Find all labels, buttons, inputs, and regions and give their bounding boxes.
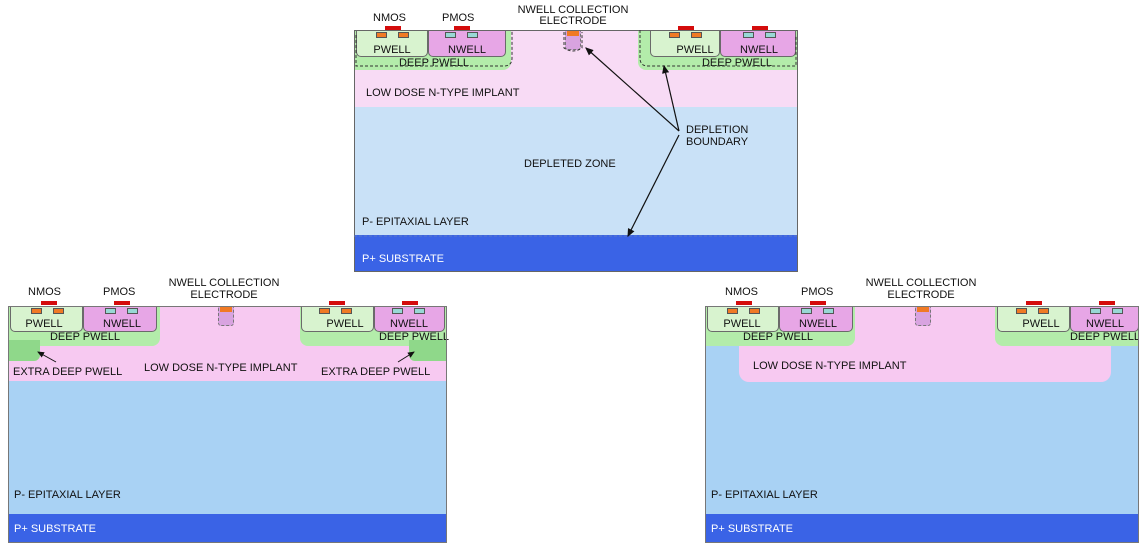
- right-diff-2: [1038, 308, 1049, 314]
- right-diff-1: [319, 308, 330, 314]
- nmos-source: [376, 32, 387, 38]
- depletion-boundary-label-line1: DEPLETION: [686, 124, 749, 136]
- right-diff-4: [765, 32, 776, 38]
- nwell-left-label: NWELL: [103, 318, 141, 330]
- collection-electrode-label-line2: ELECTRODE: [190, 289, 258, 301]
- pmos-source: [105, 308, 116, 314]
- right-diff-1: [1016, 308, 1027, 314]
- pmos-drain: [127, 308, 138, 314]
- nmos-drain: [749, 308, 760, 314]
- bottom-right-overlay: [705, 306, 1139, 543]
- nwell-left-label: NWELL: [448, 44, 486, 56]
- substrate-label: P+ SUBSTRATE: [711, 523, 794, 535]
- right-diff-3: [743, 32, 754, 38]
- right-gate-2: [752, 26, 768, 30]
- nmos-source: [31, 308, 42, 314]
- collection-electrode-label-line1: NWELL COLLECTION: [865, 277, 977, 289]
- pwell-left-label: PWELL: [373, 44, 411, 56]
- pwell-left: [10, 306, 83, 332]
- deep-pwell-right-label: DEEP PWELL: [1069, 331, 1139, 343]
- pwell-left-label: PWELL: [25, 318, 63, 330]
- top-diagram: NMOS PMOS NWELL COLLECTION ELECTRODE PWE…: [354, 0, 798, 272]
- extra-deep-pwell-right-label: EXTRA DEEP PWELL: [321, 366, 431, 378]
- collection-electrode: [565, 30, 581, 50]
- right-gate-2: [1099, 301, 1115, 305]
- collection-electrode-label-line1: NWELL COLLECTION: [168, 277, 280, 289]
- nwell-right: [720, 30, 796, 57]
- epitaxial-layer-label: P- EPITAXIAL LAYER: [362, 216, 469, 228]
- right-diff-3: [1090, 308, 1101, 314]
- right-diff-3: [392, 308, 403, 314]
- implant-label: LOW DOSE N-TYPE IMPLANT: [144, 362, 298, 374]
- substrate: [8, 514, 447, 543]
- substrate-label: P+ SUBSTRATE: [14, 523, 97, 535]
- pmos-gate: [454, 26, 470, 30]
- nmos-drain: [398, 32, 409, 38]
- right-gate-2: [402, 301, 418, 305]
- pwell-right-label: PWELL: [676, 44, 714, 56]
- deep-pwell-left-label: DEEP PWELL: [49, 331, 121, 343]
- epitaxial-layer-label: P- EPITAXIAL LAYER: [14, 489, 121, 501]
- right-diff-4: [414, 308, 425, 314]
- nmos-source: [727, 308, 738, 314]
- pmos-drain: [823, 308, 834, 314]
- pmos-label: PMOS: [442, 12, 475, 24]
- deep-pwell-right-label: DEEP PWELL: [378, 331, 450, 343]
- pwell-right: [650, 30, 720, 57]
- collection-electrode-label-line2: ELECTRODE: [887, 289, 955, 301]
- nmos-gate: [41, 301, 57, 305]
- depletion-boundary-label-line2: BOUNDARY: [686, 136, 749, 148]
- nwell-left: [779, 306, 853, 332]
- nmos-drain: [53, 308, 64, 314]
- nmos-label: NMOS: [725, 286, 758, 298]
- nwell-right-label: NWELL: [1086, 318, 1124, 330]
- right-gate-1: [1026, 301, 1042, 305]
- nwell-left-label: NWELL: [799, 318, 837, 330]
- extra-deep-pwell-right: [409, 340, 447, 361]
- pmos-gate: [810, 301, 826, 305]
- pmos-source: [801, 308, 812, 314]
- substrate-label: P+ SUBSTRATE: [362, 253, 445, 265]
- bottom-left-diagram: NMOS PMOS NWELL COLLECTION ELECTRODE PWE…: [8, 278, 450, 543]
- epitaxial-layer-label: P- EPITAXIAL LAYER: [711, 489, 818, 501]
- depleted-zone-label: DEPLETED ZONE: [524, 158, 616, 170]
- pmos-source: [445, 32, 456, 38]
- pwell-left-label: PWELL: [723, 318, 761, 330]
- nmos-gate: [385, 26, 401, 30]
- pmos-label: PMOS: [801, 286, 834, 298]
- pmos-drain: [467, 32, 478, 38]
- extra-deep-pwell-left-label: EXTRA DEEP PWELL: [13, 366, 123, 378]
- pmos-gate: [114, 301, 130, 305]
- nwell-right: [1070, 306, 1139, 332]
- top-overlay: [354, 30, 798, 272]
- implant-label: LOW DOSE N-TYPE IMPLANT: [366, 87, 520, 99]
- right-gate-1: [329, 301, 345, 305]
- nmos-gate: [736, 301, 752, 305]
- nwell-right-label: NWELL: [740, 44, 778, 56]
- right-diff-2: [341, 308, 352, 314]
- pwell-right-label: PWELL: [326, 318, 364, 330]
- nmos-label: NMOS: [373, 12, 406, 24]
- collection-electrode: [218, 306, 234, 326]
- nwell-left: [83, 306, 157, 332]
- substrate: [705, 514, 1139, 543]
- right-gate-1: [678, 26, 694, 30]
- right-diff-2: [691, 32, 702, 38]
- pmos-label: PMOS: [103, 286, 136, 298]
- nmos-label: NMOS: [28, 286, 61, 298]
- bottom-left-overlay: [8, 306, 447, 543]
- nwell-right-label: NWELL: [390, 318, 428, 330]
- right-diff-1: [669, 32, 680, 38]
- extra-deep-pwell-left: [8, 340, 40, 361]
- right-diff-4: [1112, 308, 1123, 314]
- collection-electrode-label-line2: ELECTRODE: [539, 15, 607, 27]
- implant-label: LOW DOSE N-TYPE IMPLANT: [753, 360, 907, 372]
- substrate: [354, 235, 798, 271]
- pwell-right-label: PWELL: [1022, 318, 1060, 330]
- bottom-right-diagram: NMOS PMOS NWELL COLLECTION ELECTRODE PWE…: [705, 278, 1139, 543]
- collection-electrode-label-line1: NWELL COLLECTION: [517, 4, 629, 16]
- deep-pwell-left-label: DEEP PWELL: [742, 331, 814, 343]
